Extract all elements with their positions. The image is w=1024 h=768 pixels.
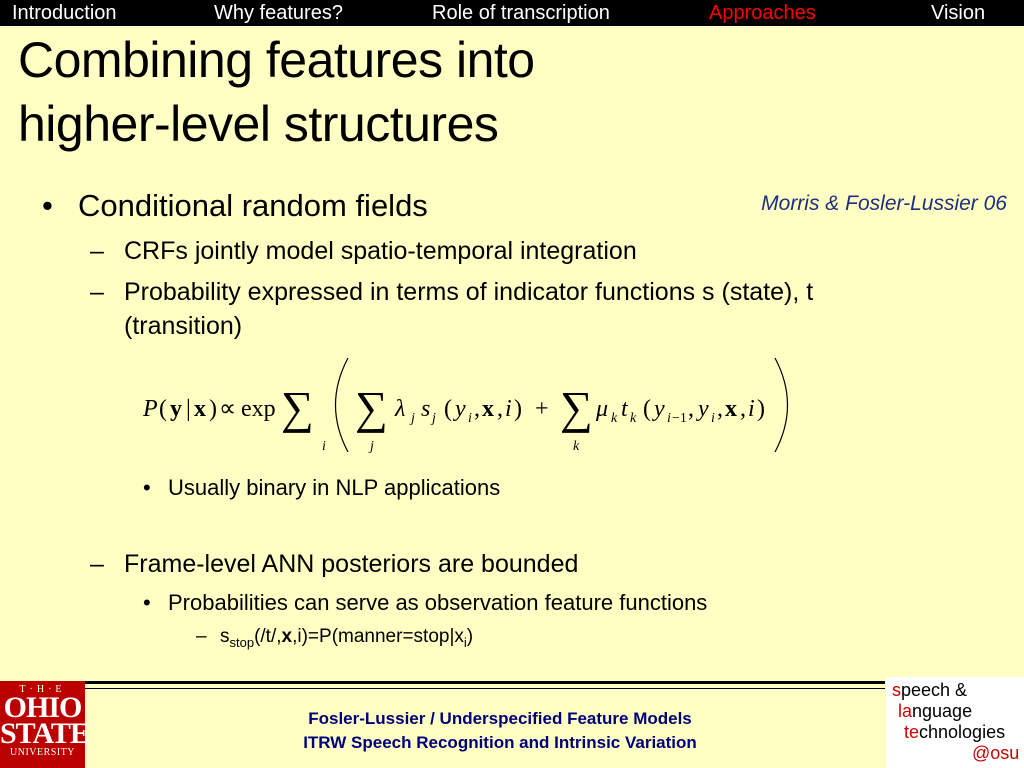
svg-text:−1: −1: [672, 411, 687, 426]
svg-text:∑: ∑: [560, 382, 593, 433]
svg-text:y: y: [170, 396, 182, 422]
svg-text:i: i: [322, 439, 326, 454]
subsub-bullet-text: Probabilities can serve as observation f…: [168, 590, 708, 615]
svg-text:i: i: [711, 411, 715, 426]
svg-text:j: j: [368, 439, 374, 454]
crf-formula: P ( y | x ) ∝ exp ∑ i ∑ j λ j s j ( y i …: [142, 357, 788, 454]
svg-text:y: y: [652, 396, 665, 422]
sss-bullet-text: sstop(/t/,x,i)=P(manner=stop|xi): [220, 626, 474, 650]
footer-divider-thin: [85, 688, 885, 689]
svg-text:∑: ∑: [355, 382, 388, 433]
svg-text:,: ,: [497, 396, 503, 422]
svg-text:,: ,: [474, 396, 480, 422]
svg-text:,: ,: [717, 396, 723, 422]
svg-text:j: j: [409, 411, 415, 426]
svg-text:∝: ∝: [219, 396, 236, 422]
title-line-1: Combining features into: [18, 32, 535, 88]
svg-text:∑: ∑: [281, 382, 314, 433]
svg-text:k: k: [630, 411, 637, 426]
nav-why-features[interactable]: Why features?: [214, 2, 343, 24]
svg-text:x: x: [482, 396, 494, 422]
svg-text:): ): [209, 396, 217, 422]
bullet-dot: •: [42, 188, 53, 223]
svg-text:i: i: [667, 411, 671, 426]
svg-text:x: x: [725, 396, 737, 422]
title-line-2: higher-level structures: [18, 96, 499, 152]
svg-text:+: +: [535, 396, 549, 422]
svg-text:t: t: [621, 396, 629, 422]
svg-text:i: i: [505, 396, 512, 422]
footer-line-1: Fosler-Lussier / Underspecified Feature …: [308, 709, 692, 728]
subsub-bullet-text: Usually binary in NLP applications: [168, 475, 501, 500]
svg-text:x: x: [194, 396, 206, 422]
svg-text:μ: μ: [595, 396, 608, 422]
citation: Morris & Fosler-Lussier 06: [761, 192, 1007, 215]
svg-text:(: (: [159, 396, 167, 422]
svg-text:i: i: [748, 396, 755, 422]
svg-text:k: k: [573, 439, 580, 454]
nav-approaches[interactable]: Approaches: [709, 2, 816, 24]
sub-bullet-text: CRFs jointly model spatio-temporal integ…: [124, 237, 637, 265]
osu-logo: T·H·E OHIO STATE UNIVERSITY: [0, 681, 90, 768]
svg-text:y: y: [453, 396, 466, 422]
svg-text:exp: exp: [241, 396, 276, 422]
top-nav-bar: Introduction Why features? Role of trans…: [0, 0, 1024, 26]
svg-text:): ): [514, 396, 522, 422]
svg-text:y: y: [696, 396, 709, 422]
svg-text:i: i: [468, 411, 472, 426]
svg-text:λ: λ: [394, 396, 405, 422]
svg-text:): ): [757, 396, 765, 422]
nav-introduction[interactable]: Introduction: [12, 2, 117, 24]
svg-text:,: ,: [740, 396, 746, 422]
svg-text:|: |: [186, 396, 191, 422]
sub-bullet-text: Probability expressed in terms of indica…: [124, 278, 814, 340]
nav-vision[interactable]: Vision: [931, 2, 986, 24]
svg-text:k: k: [611, 411, 618, 426]
svg-text:s: s: [421, 396, 430, 422]
nav-role-of-transcription[interactable]: Role of transcription: [432, 2, 610, 24]
bullet-crf-text: Conditional random fields: [78, 188, 428, 223]
footer-divider: [85, 681, 885, 684]
svg-text:P: P: [142, 396, 158, 422]
footer-text: Fosler-Lussier / Underspecified Feature …: [240, 707, 760, 755]
svg-text:(: (: [444, 396, 452, 422]
svg-text:,: ,: [688, 396, 694, 422]
slide-title: Combining features into higher-level str…: [18, 28, 535, 156]
footer-line-2: ITRW Speech Recognition and Intrinsic Va…: [303, 733, 697, 752]
slt-logo: speech & language technologies @osu: [886, 677, 1024, 768]
svg-text:(: (: [643, 396, 651, 422]
svg-text:j: j: [430, 411, 436, 426]
sub-bullet-text: Frame-level ANN posteriors are bounded: [124, 550, 579, 578]
